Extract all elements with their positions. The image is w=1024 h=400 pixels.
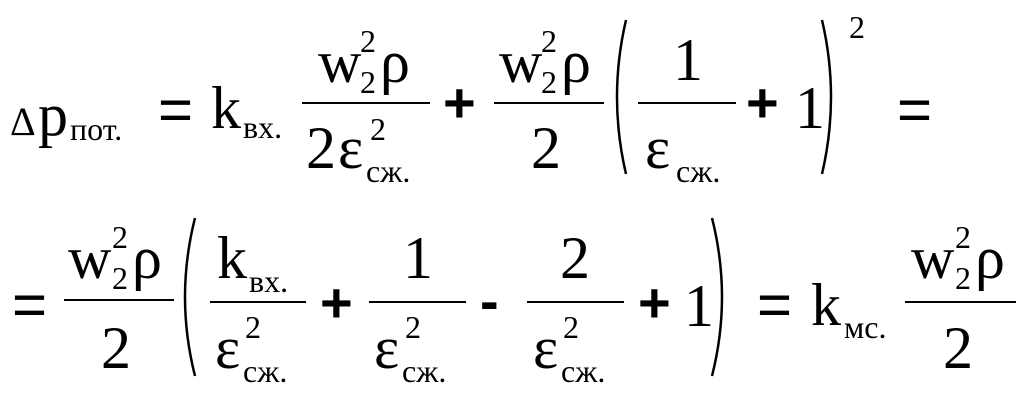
w-symbol-4: w bbox=[911, 225, 955, 291]
left-paren-2 bbox=[183, 217, 197, 377]
epsilon-subscript-1: сж. bbox=[366, 153, 410, 189]
equals-sign-4: = bbox=[757, 271, 792, 338]
two-denominator-2: 2 bbox=[531, 115, 561, 181]
two-denominator-4: 2 bbox=[943, 315, 973, 381]
k-subscript-2: вх. bbox=[249, 263, 288, 299]
w-symbol-3: w bbox=[68, 225, 112, 291]
equals-sign-1: = bbox=[158, 76, 193, 143]
pressure-subscript: пот. bbox=[70, 111, 122, 147]
one-numerator-1: 1 bbox=[673, 27, 703, 93]
two-denominator-1: 2 bbox=[306, 115, 336, 181]
k-subscript-3: мс. bbox=[844, 309, 886, 345]
pressure-symbol: p bbox=[38, 82, 68, 148]
k-symbol-1: k bbox=[211, 75, 241, 141]
w-subscript-4: 2 bbox=[955, 260, 971, 296]
epsilon-symbol-4: ε bbox=[374, 315, 399, 381]
epsilon-superscript-5: 2 bbox=[563, 309, 579, 345]
outer-superscript: 2 bbox=[849, 9, 865, 45]
epsilon-superscript-3: 2 bbox=[245, 309, 261, 345]
left-paren-1 bbox=[615, 19, 628, 175]
epsilon-symbol-5: ε bbox=[533, 315, 558, 381]
k-subscript-1: вх. bbox=[243, 109, 282, 145]
minus-sign: - bbox=[480, 269, 499, 332]
k-symbol-3: k bbox=[811, 272, 841, 338]
epsilon-symbol-3: ε bbox=[215, 315, 240, 381]
epsilon-symbol-1: ε bbox=[338, 115, 363, 181]
w-symbol-1: w bbox=[318, 29, 362, 95]
two-numerator: 2 bbox=[560, 225, 590, 291]
rho-symbol-1: ρ bbox=[380, 29, 410, 95]
epsilon-subscript-5: сж. bbox=[561, 353, 605, 389]
plus-sign-1: + bbox=[443, 71, 476, 134]
plus-sign-3: + bbox=[320, 271, 353, 334]
epsilon-superscript-1: 2 bbox=[370, 111, 386, 147]
epsilon-superscript-4: 2 bbox=[405, 309, 421, 345]
rho-symbol-4: ρ bbox=[975, 225, 1005, 291]
right-paren-1 bbox=[820, 19, 833, 175]
two-denominator-3: 2 bbox=[101, 315, 131, 381]
right-paren-2 bbox=[710, 217, 724, 377]
plus-sign-2: + bbox=[746, 71, 779, 134]
delta-symbol: Δ bbox=[10, 99, 36, 144]
epsilon-subscript-4: сж. bbox=[402, 353, 446, 389]
rho-symbol-2: ρ bbox=[561, 29, 591, 95]
epsilon-symbol-2: ε bbox=[645, 115, 670, 181]
w-subscript-1: 2 bbox=[360, 64, 376, 100]
epsilon-subscript-3: сж. bbox=[243, 353, 287, 389]
k-symbol-2: k bbox=[217, 225, 247, 291]
plus-sign-4: + bbox=[638, 271, 671, 334]
one-term-1: 1 bbox=[795, 75, 825, 141]
equals-sign-3: = bbox=[12, 271, 47, 338]
rho-symbol-3: ρ bbox=[132, 225, 162, 291]
one-numerator-2: 1 bbox=[403, 225, 433, 291]
w-superscript-2: 2 bbox=[541, 23, 557, 59]
equals-sign-2: = bbox=[897, 76, 932, 143]
w-symbol-2: w bbox=[499, 29, 543, 95]
w-superscript-4: 2 bbox=[955, 219, 971, 255]
w-superscript-1: 2 bbox=[360, 23, 376, 59]
one-term-2: 1 bbox=[684, 273, 714, 339]
w-subscript-3: 2 bbox=[112, 260, 128, 296]
w-superscript-3: 2 bbox=[112, 219, 128, 255]
epsilon-subscript-2: сж. bbox=[676, 153, 720, 189]
w-subscript-2: 2 bbox=[541, 64, 557, 100]
